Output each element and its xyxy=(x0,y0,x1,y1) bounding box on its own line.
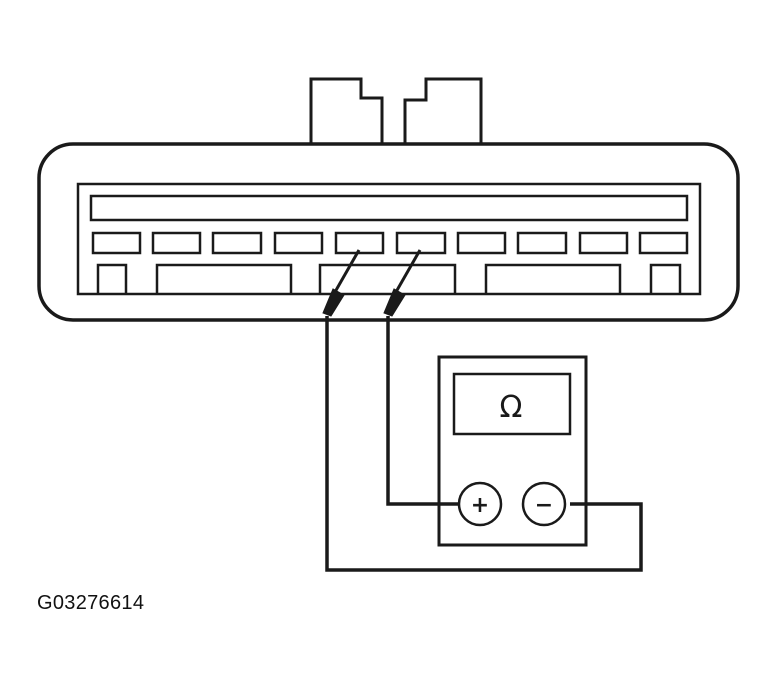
positive-terminal xyxy=(457,481,503,527)
connector-face xyxy=(76,182,702,296)
test-probe-left xyxy=(322,249,361,317)
test-lead-positive xyxy=(386,316,459,506)
keying-recess xyxy=(484,263,622,294)
terminal-cavity-tested xyxy=(395,231,447,255)
terminal-cavity xyxy=(456,231,507,255)
connector-lock-tab-left xyxy=(309,77,384,143)
terminal-cavity xyxy=(638,231,689,255)
ohmmeter-display xyxy=(452,372,572,436)
keying-recess xyxy=(96,263,128,294)
keying-recess xyxy=(649,263,682,294)
terminal-cavity-row xyxy=(91,231,689,255)
figure-code: G03276614 xyxy=(37,592,145,614)
keying-recess-row xyxy=(96,263,682,294)
negative-terminal xyxy=(521,481,567,527)
positive-terminal-label: + xyxy=(471,493,489,518)
test-lead-negative xyxy=(325,316,643,572)
connector-long-slot xyxy=(89,194,689,222)
terminal-cavity xyxy=(273,231,324,255)
terminal-cavity xyxy=(91,231,142,255)
negative-terminal-label: − xyxy=(535,493,553,518)
keying-recess xyxy=(155,263,293,294)
ohmmeter: Ω + − xyxy=(437,355,588,547)
connector-lock-tab-right xyxy=(403,77,483,143)
ohmmeter-body xyxy=(437,355,588,547)
terminal-cavity-tested xyxy=(334,231,385,255)
keying-recess xyxy=(318,263,457,294)
terminal-cavity xyxy=(211,231,263,255)
terminal-cavity xyxy=(578,231,629,255)
ohm-symbol: Ω xyxy=(500,390,523,425)
test-probe-right xyxy=(383,249,422,317)
terminal-cavity xyxy=(516,231,568,255)
terminal-cavity xyxy=(151,231,202,255)
